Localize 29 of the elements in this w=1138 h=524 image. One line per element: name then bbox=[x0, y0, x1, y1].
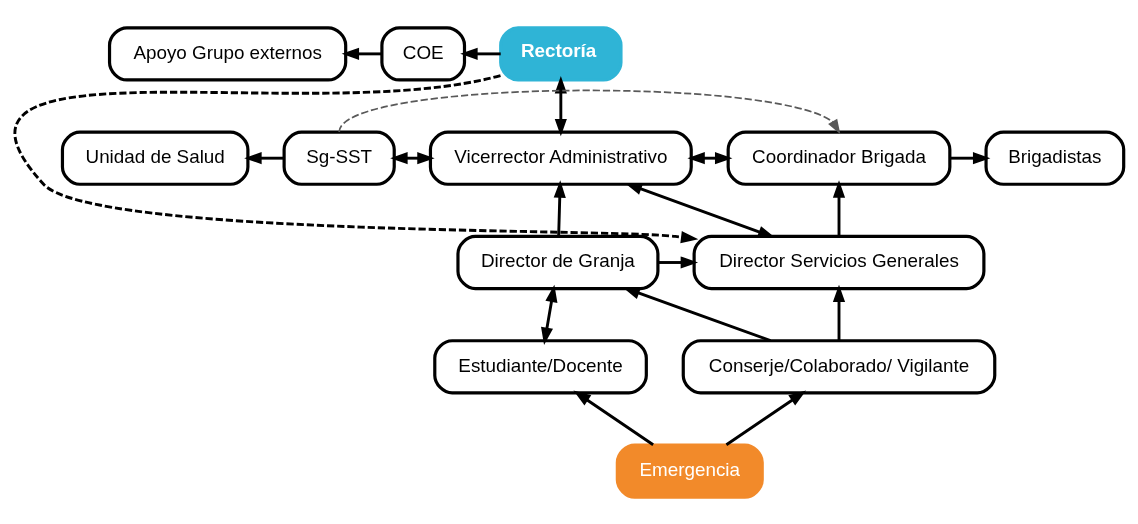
node-box: Brigadistas bbox=[984, 130, 1126, 186]
arrow bbox=[460, 47, 501, 60]
arrow bbox=[341, 47, 382, 60]
arrow bbox=[338, 89, 841, 134]
node-box: Director Servicios Generales bbox=[692, 234, 986, 290]
node-box: COE bbox=[380, 25, 467, 82]
node-box: Emergencia bbox=[615, 442, 764, 499]
arrow bbox=[658, 255, 699, 269]
node-box: Sg-SST bbox=[282, 130, 396, 186]
arrow bbox=[390, 151, 435, 164]
arrow bbox=[573, 390, 654, 446]
node-box: Coordinador Brigada bbox=[726, 130, 952, 186]
arrow bbox=[554, 75, 567, 136]
arrow bbox=[725, 390, 807, 446]
node-box: Unidad de Salud bbox=[60, 130, 250, 186]
arrow bbox=[949, 151, 991, 164]
node-box: Conserje/Colaborado/ Vigilante bbox=[681, 338, 997, 394]
node-box: Apoyo Grupo externos bbox=[107, 25, 348, 82]
arrow bbox=[832, 284, 846, 341]
arrow bbox=[541, 284, 558, 345]
arrow bbox=[244, 151, 284, 164]
node-box: Estudiante/Docente bbox=[433, 338, 648, 394]
arrow bbox=[687, 151, 733, 164]
arrow bbox=[15, 73, 699, 243]
node-box: Director de Granja bbox=[456, 234, 660, 290]
arrow bbox=[553, 179, 566, 236]
node-box: Vicerrector Administrativo bbox=[428, 130, 693, 186]
arrow bbox=[832, 179, 846, 236]
node-box: Rectoría bbox=[499, 25, 623, 82]
